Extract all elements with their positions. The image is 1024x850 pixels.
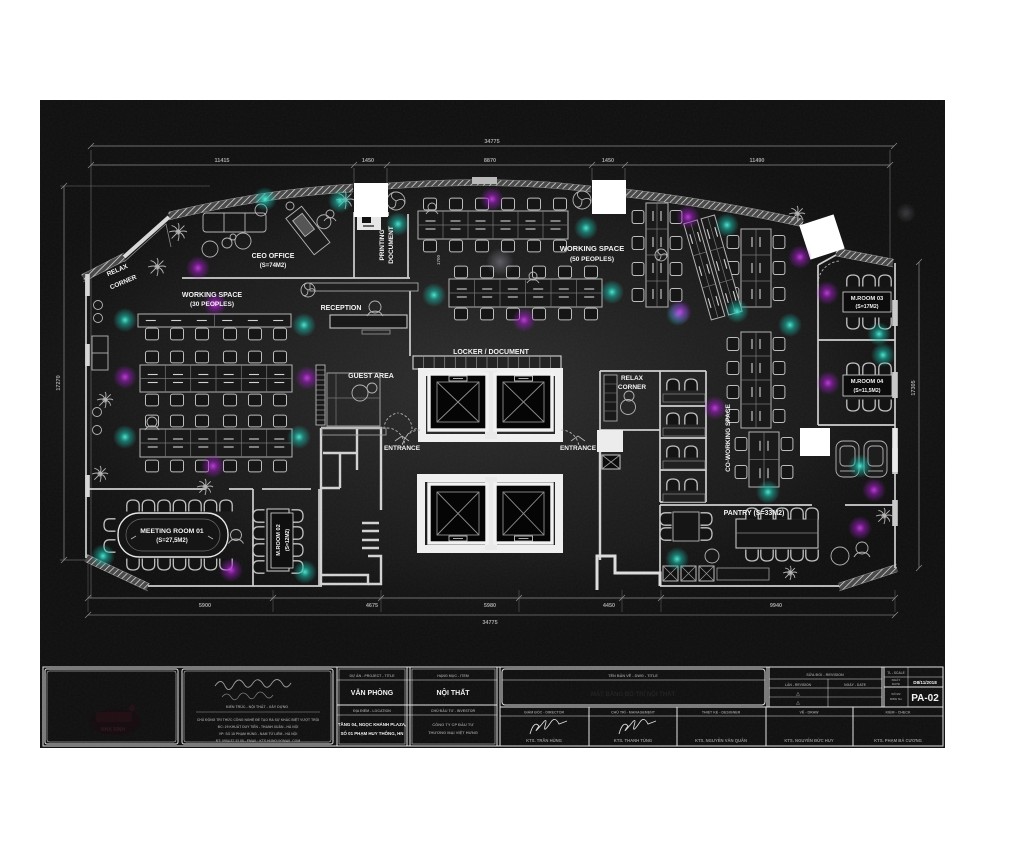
svg-text:NHA XINH: NHA XINH [101,727,125,733]
svg-text:RELAX: RELAX [621,375,644,382]
svg-text:RECEPTION: RECEPTION [321,305,362,312]
svg-text:KIỂM - CHECK: KIỂM - CHECK [886,710,911,715]
svg-text:VẼ - DRAW: VẼ - DRAW [800,710,820,715]
svg-text:ENTRANCE: ENTRANCE [560,445,597,452]
svg-text:HẠNG MỤC - ITEM: HẠNG MỤC - ITEM [437,674,469,678]
svg-text:CHỦ TRÌ - MANAGEMENT: CHỦ TRÌ - MANAGEMENT [611,710,656,715]
svg-text:8870: 8870 [484,158,496,164]
svg-text:5980: 5980 [484,603,496,609]
svg-text:DATE: DATE [892,682,900,686]
svg-text:1450: 1450 [602,158,614,164]
svg-text:CEO OFFICE: CEO OFFICE [252,253,295,260]
svg-text:17270: 17270 [56,375,62,390]
svg-text:PA-02: PA-02 [911,693,939,704]
svg-text:ĐỊA ĐIỂM - LOCATION: ĐỊA ĐIỂM - LOCATION [353,708,391,713]
svg-text:SỐ BV: SỐ BV [891,691,900,696]
svg-text:DOCUMENT: DOCUMENT [388,226,395,264]
svg-text:LẦN - REVISION: LẦN - REVISION [785,683,812,687]
svg-text:TL - SCALE: TL - SCALE [887,671,904,675]
svg-text:4450: 4450 [603,603,615,609]
svg-text:NGÀY - DATE: NGÀY - DATE [844,682,866,687]
svg-text:34775: 34775 [484,139,499,145]
svg-text:4675: 4675 [366,603,378,609]
svg-text:WORKING SPACE: WORKING SPACE [182,292,242,299]
svg-text:KTS. NGUYỄN ĐỨC HUY: KTS. NGUYỄN ĐỨC HUY [784,738,834,743]
svg-text:SỬA ĐỔI - REVISION: SỬA ĐỔI - REVISION [806,672,844,677]
svg-text:1450: 1450 [362,158,374,164]
svg-text:CORNER: CORNER [618,384,646,391]
svg-text:5900: 5900 [199,603,211,609]
svg-text:ĐC: 29 KHUẤT DUY TIẾN - THANH: ĐC: 29 KHUẤT DUY TIẾN - THANH XUÂN - HÀ … [218,724,299,729]
svg-text:KTS. NGUYỄN VĂN QUÂN: KTS. NGUYỄN VĂN QUÂN [695,738,747,743]
svg-text:CHỦ ĐẦU TƯ - INVESTOR: CHỦ ĐẦU TƯ - INVESTOR [431,708,476,713]
svg-text:34775: 34775 [482,620,497,626]
svg-text:17305: 17305 [911,380,917,395]
svg-text:NGÀY: NGÀY [892,677,901,682]
svg-text:M.ROOM 04: M.ROOM 04 [851,379,884,385]
svg-text:GUEST AREA: GUEST AREA [348,373,394,380]
svg-text:△: △ [795,700,800,705]
svg-text:MẶT BẰNG BỐ TRÍ NỘI THẤT: MẶT BẰNG BỐ TRÍ NỘI THẤT [591,690,676,698]
svg-text:(S=11,5M2): (S=11,5M2) [854,388,881,394]
svg-text:CO-WORKING SPACE: CO-WORKING SPACE [725,403,732,471]
svg-text:PRINTING: PRINTING [379,229,386,260]
svg-text:TẦNG 04, NGỌC KHÁNH PLAZA,: TẦNG 04, NGỌC KHÁNH PLAZA, [338,722,406,727]
svg-text:(S=12M2): (S=12M2) [285,529,291,551]
svg-text:TÊN BẢN VẼ - DWG - TITLE: TÊN BẢN VẼ - DWG - TITLE [608,673,658,678]
svg-text:△: △ [795,691,800,696]
svg-text:SỐ 01 PHẠM HUY THÔNG, HN: SỐ 01 PHẠM HUY THÔNG, HN [341,731,404,736]
svg-text:KTS. THANH TÙNG: KTS. THANH TÙNG [614,738,652,743]
svg-text:(50 PEOPLES): (50 PEOPLES) [570,256,614,263]
svg-text:VP: SỐ 18 PHẠM HÙNG - NAM TỪ L: VP: SỐ 18 PHẠM HÙNG - NAM TỪ LIÊM - HÀ N… [219,731,298,736]
svg-text:THIẾT KẾ - DESIGNER: THIẾT KẾ - DESIGNER [702,710,741,715]
svg-text:9940: 9940 [770,603,782,609]
svg-text:DỰ ÁN - PROJECT - TITLE: DỰ ÁN - PROJECT - TITLE [349,673,395,678]
svg-text:1700: 1700 [436,254,441,265]
svg-text:M.ROOM 03: M.ROOM 03 [851,296,884,302]
svg-text:(S=27,5M2): (S=27,5M2) [156,538,188,544]
svg-text:THƯƠNG MẠI VIỆT HƯNG: THƯƠNG MẠI VIỆT HƯNG [428,730,478,735]
svg-text:ĐT: 0904.87.33.88 - EMAIL: KTS: ĐT: 0904.87.33.88 - EMAIL: KTS.HUNG@GMAI… [216,739,300,743]
svg-text:PANTRY (S=33M2): PANTRY (S=33M2) [724,510,785,517]
svg-text:KTS. PHẠM BÁ CƯƠNG: KTS. PHẠM BÁ CƯƠNG [874,738,922,743]
svg-text:WORKING SPACE: WORKING SPACE [560,244,624,253]
svg-text:GIÁM ĐỐC - DIRECTOR: GIÁM ĐỐC - DIRECTOR [524,710,565,715]
svg-text:M.ROOM 02: M.ROOM 02 [276,524,282,555]
svg-text:KIẾN TRÚC - NỘI THẤT - XÂY DỰN: KIẾN TRÚC - NỘI THẤT - XÂY DỰNG [226,704,288,709]
svg-text:CHỦ ĐỘNG TRI THỨC CÔNG NGHỆ ĐỂ: CHỦ ĐỘNG TRI THỨC CÔNG NGHỆ ĐỂ TẠO RA SỰ… [197,717,319,722]
svg-text:VĂN PHÒNG: VĂN PHÒNG [351,688,394,697]
svg-text:KTS. TRẦN HÙNG: KTS. TRẦN HÙNG [526,738,562,743]
svg-text:CÔNG TY CP ĐẦU TƯ: CÔNG TY CP ĐẦU TƯ [432,722,474,727]
svg-text:D8/11/2018: D8/11/2018 [913,680,937,685]
svg-text:11415: 11415 [215,158,230,164]
svg-text:(30 PEOPLES): (30 PEOPLES) [190,301,234,308]
svg-text:NỘI THẤT: NỘI THẤT [436,687,470,697]
svg-text:LOCKER / DOCUMENT: LOCKER / DOCUMENT [453,349,530,356]
svg-text:11490: 11490 [750,158,765,164]
svg-text:(S=17M2): (S=17M2) [856,304,879,310]
svg-text:MEETING ROOM 01: MEETING ROOM 01 [140,528,204,535]
svg-text:DWG No: DWG No [890,697,902,701]
svg-text:(S=74M2): (S=74M2) [260,263,287,269]
svg-text:ENTRANCE: ENTRANCE [384,445,421,452]
